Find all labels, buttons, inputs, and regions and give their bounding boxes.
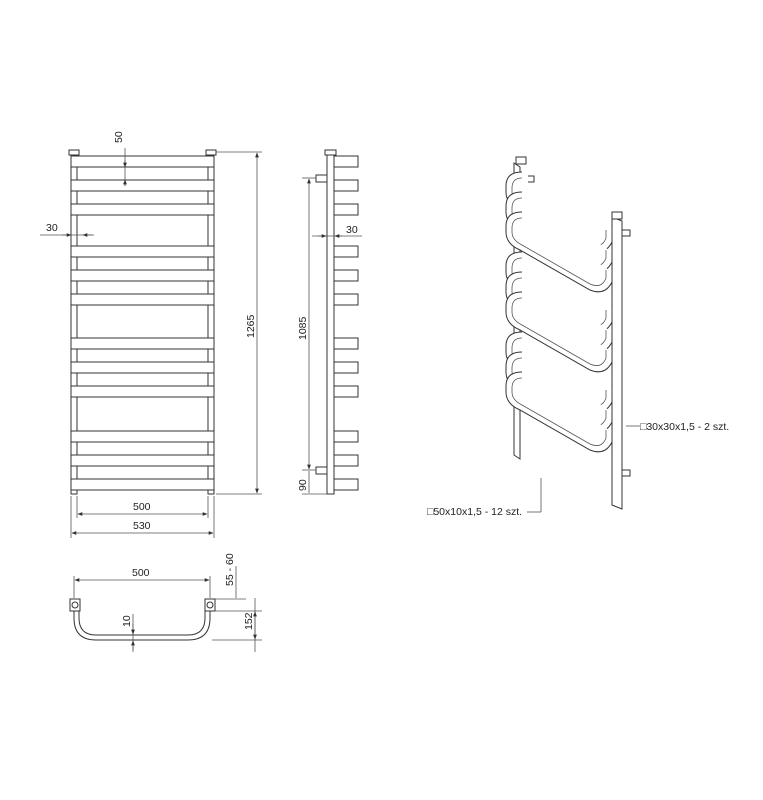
top-dim-10: 10: [121, 615, 133, 627]
front-dim-1265: 1265: [245, 314, 257, 338]
side-post: [326, 151, 335, 495]
iso-labels: □30x30x1,5 - 2 szt. □50x10x1,5 - 12 szt.: [427, 421, 729, 518]
iso-bar: [505, 211, 613, 293]
top-dim-152: 152: [243, 612, 255, 630]
top-bar-outline: [73, 608, 211, 641]
iso-label-horizontal: □50x10x1,5 - 12 szt.: [427, 506, 522, 518]
front-bars: [70, 155, 215, 491]
side-bar-ends: [333, 155, 359, 491]
iso-bar: [505, 291, 613, 373]
top-dim-55-60: 55 - 60: [224, 553, 236, 586]
iso-label-vertical: □30x30x1,5 - 2 szt.: [640, 421, 729, 433]
front-dim-50: 50: [113, 131, 125, 143]
front-view: 50 30 1265 500 530: [40, 131, 262, 538]
front-dim-530: 530: [133, 520, 151, 532]
side-view: 1085 90 30: [297, 149, 362, 495]
front-dim-30: 30: [46, 222, 58, 234]
side-dim-90: 90: [297, 479, 309, 491]
iso-view: [505, 156, 631, 510]
front-left-post: [70, 151, 78, 495]
top-dim-500: 500: [132, 567, 150, 579]
side-dim-1085: 1085: [297, 316, 309, 340]
front-right-post: [207, 151, 215, 495]
side-dim-30: 30: [346, 224, 358, 236]
front-dim-500: 500: [133, 501, 151, 513]
iso-bar: [505, 371, 613, 453]
top-view: 500 55 - 60 152 10: [69, 553, 262, 652]
